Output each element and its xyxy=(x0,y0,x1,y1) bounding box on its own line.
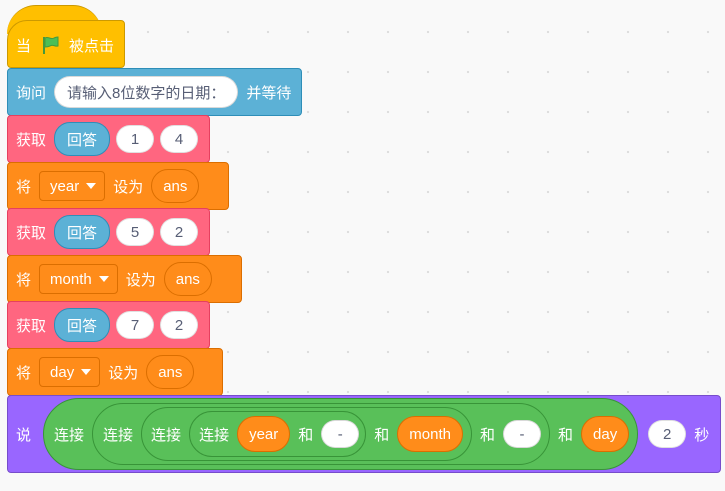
say-for-seconds-block[interactable]: 说 连接 连接 连接 连接 year 和 - 和 month 和 - xyxy=(7,395,721,473)
to-number-input[interactable]: 2 xyxy=(160,311,199,339)
caret-down-icon xyxy=(81,369,92,375)
and-label: 和 xyxy=(558,426,574,444)
set-label: 将 xyxy=(16,271,32,289)
when-label: 当 xyxy=(16,37,32,55)
join-block-level2[interactable]: 连接 连接 连接 year 和 - 和 month 和 - xyxy=(92,403,551,465)
set-to-label: 设为 xyxy=(108,364,139,382)
join-block-outer[interactable]: 连接 连接 连接 连接 year 和 - 和 month 和 - 和 xyxy=(43,398,639,470)
join-label: 连接 xyxy=(199,426,230,444)
and-label: 和 xyxy=(480,426,496,444)
and-wait-label: 并等待 xyxy=(246,84,292,102)
join-label: 连接 xyxy=(54,426,85,444)
green-flag-icon xyxy=(43,36,59,54)
set-label: 将 xyxy=(16,178,32,196)
answer-reporter[interactable]: 回答 xyxy=(54,308,111,342)
seconds-input[interactable]: 2 xyxy=(648,420,687,448)
variable-name: day xyxy=(50,363,75,381)
day-variable-reporter[interactable]: day xyxy=(581,416,630,452)
seconds-unit-label: 秒 xyxy=(694,426,710,444)
caret-down-icon xyxy=(86,183,97,189)
and-label: 和 xyxy=(374,426,390,444)
set-month-block[interactable]: 将 month 设为 ans xyxy=(7,255,242,303)
from-number-input[interactable]: 5 xyxy=(116,218,155,246)
substring-year-block[interactable]: 获取 回答 1 4 xyxy=(7,115,210,163)
answer-reporter[interactable]: 回答 xyxy=(54,122,111,156)
separator-input[interactable]: - xyxy=(321,420,360,448)
separator-input[interactable]: - xyxy=(503,420,542,448)
set-to-label: 设为 xyxy=(113,178,144,196)
say-label: 说 xyxy=(16,426,32,444)
year-variable-reporter[interactable]: year xyxy=(237,416,291,452)
answer-reporter[interactable]: 回答 xyxy=(54,215,111,249)
join-block-inner[interactable]: 连接 year 和 - xyxy=(189,411,367,457)
join-block-level3[interactable]: 连接 连接 year 和 - 和 month xyxy=(141,407,472,461)
ans-reporter[interactable]: ans xyxy=(151,169,200,203)
set-year-block[interactable]: 将 year 设为 ans xyxy=(7,162,229,210)
get-label: 获取 xyxy=(16,317,47,335)
caret-down-icon xyxy=(98,276,109,282)
join-label: 连接 xyxy=(103,426,134,444)
substring-day-block[interactable]: 获取 回答 7 2 xyxy=(7,301,210,349)
substring-month-block[interactable]: 获取 回答 5 2 xyxy=(7,208,210,256)
variable-dropdown-year[interactable]: year xyxy=(39,171,106,201)
to-number-input[interactable]: 4 xyxy=(160,125,199,153)
join-label: 连接 xyxy=(151,426,182,444)
variable-name: year xyxy=(50,177,80,195)
month-variable-reporter[interactable]: month xyxy=(397,416,463,452)
get-label: 获取 xyxy=(16,224,47,242)
to-number-input[interactable]: 2 xyxy=(160,218,199,246)
ans-reporter[interactable]: ans xyxy=(146,355,195,389)
ask-prompt-input[interactable]: 请输入8位数字的日期： xyxy=(54,76,239,108)
set-to-label: 设为 xyxy=(125,271,156,289)
variable-dropdown-day[interactable]: day xyxy=(39,357,101,387)
get-label: 获取 xyxy=(16,131,47,149)
ask-and-wait-block[interactable]: 询问 请输入8位数字的日期： 并等待 xyxy=(7,68,302,116)
and-label: 和 xyxy=(298,426,314,444)
from-number-input[interactable]: 1 xyxy=(116,125,155,153)
set-label: 将 xyxy=(16,364,32,382)
variable-dropdown-month[interactable]: month xyxy=(39,264,118,294)
set-day-block[interactable]: 将 day 设为 ans xyxy=(7,348,223,396)
when-flag-clicked-block[interactable]: 当 被点击 xyxy=(7,20,125,68)
variable-name: month xyxy=(50,270,92,288)
from-number-input[interactable]: 7 xyxy=(116,311,155,339)
clicked-label: 被点击 xyxy=(69,37,115,55)
ask-label: 询问 xyxy=(16,84,47,102)
ans-reporter[interactable]: ans xyxy=(163,262,212,296)
